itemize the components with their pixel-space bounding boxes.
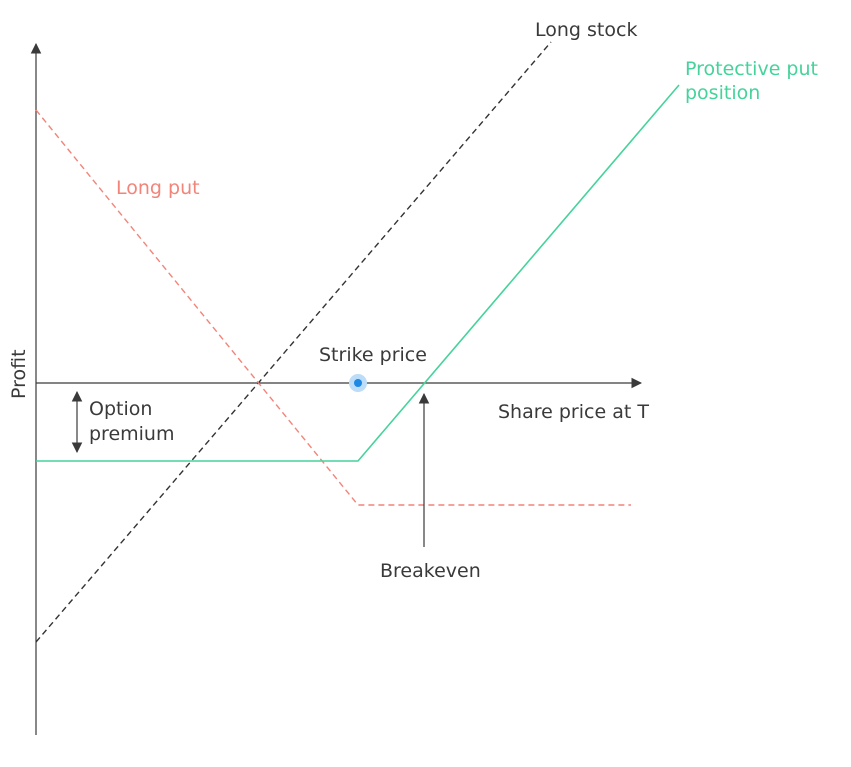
protective-put-line: [36, 84, 680, 462]
long-put-label: Long put: [116, 177, 200, 199]
y-axis-label: Profit: [8, 349, 30, 399]
protective-put-label-line1: Protective put: [685, 58, 818, 80]
strike-price-dot: [354, 379, 362, 387]
breakeven-label: Breakeven: [380, 560, 481, 582]
option-premium-label-line1: Option: [89, 398, 152, 420]
protective-put-label-line2: position: [685, 82, 760, 104]
long-stock-line: [35, 41, 552, 643]
x-axis-label: Share price at T: [498, 401, 649, 423]
option-premium-label-line2: premium: [89, 423, 174, 445]
strike-price-label: Strike price: [319, 344, 427, 366]
long-put-line: [35, 109, 631, 506]
long-stock-label: Long stock: [535, 19, 637, 41]
